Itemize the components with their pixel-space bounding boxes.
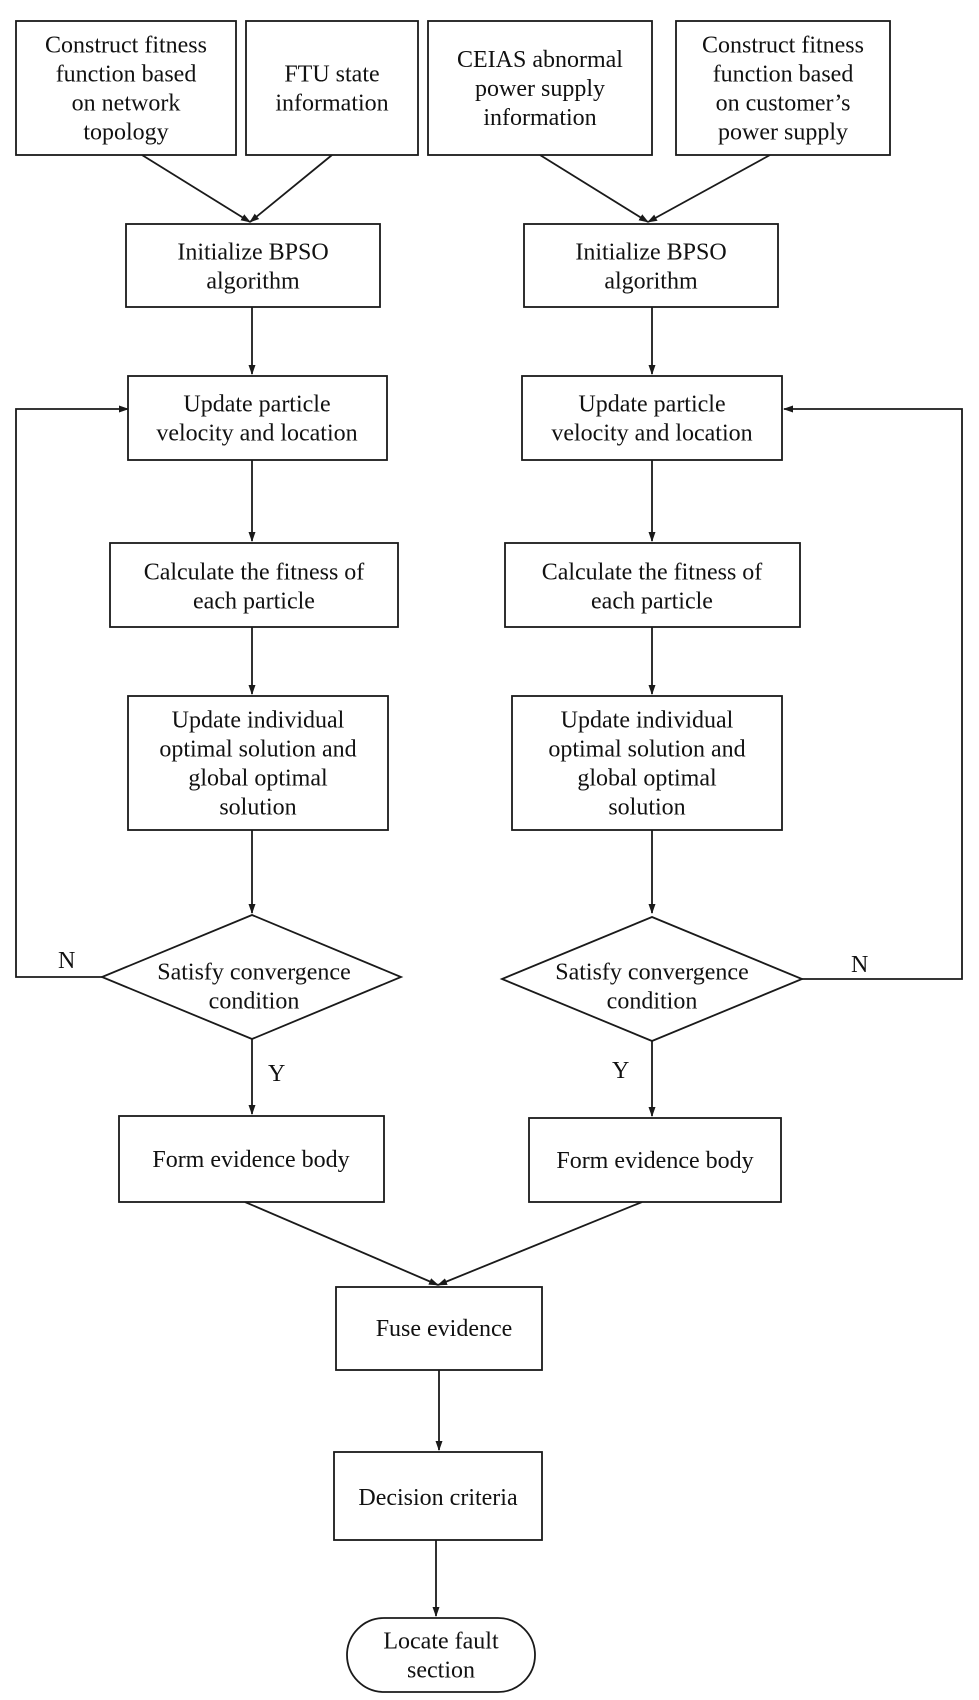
edge-ceias-to-init-right <box>539 154 649 223</box>
text-line: function based <box>713 62 854 88</box>
text-line: Decision criteria <box>358 1485 518 1511</box>
text-line: on customer’s <box>716 91 851 117</box>
text-line: Initialize BPSO <box>575 240 726 266</box>
node-construct-topology: Construct fitness function based on networ… <box>15 20 237 156</box>
text-line: Construct fitness <box>45 33 207 59</box>
edge-converge-no-loop-left <box>15 405 129 978</box>
node-evidence-right-text: Form evidence body <box>556 1148 753 1174</box>
edge-topology-to-init-left <box>141 154 251 223</box>
node-construct-topology-text: Construct fitness function based on networ… <box>45 33 207 146</box>
node-fuse-evidence: Fuse evidence <box>335 1286 543 1371</box>
node-init-left-text: Initialize BPSO algorithm <box>177 240 328 295</box>
text-line: function based <box>56 62 197 88</box>
node-convergence-right-text: Satisfy convergence condition <box>555 960 749 1015</box>
text-line: Update particle <box>578 392 725 418</box>
text-line: Construct fitness <box>702 33 864 59</box>
label-no-right: N <box>851 952 868 978</box>
node-init-left: Initialize BPSO algorithm <box>125 223 381 308</box>
node-calculate-fitness-right-text: Calculate the fitness of each particle <box>542 560 763 615</box>
node-convergence-left-text: Satisfy convergence condition <box>157 960 351 1015</box>
text-line: global optimal <box>188 766 328 792</box>
node-evidence-left-text: Form evidence body <box>152 1147 349 1173</box>
text-line: Form evidence body <box>152 1147 349 1173</box>
edge-converge-no-loop-right <box>783 405 963 980</box>
node-construct-customer-text: Construct fitness function based on custom… <box>702 33 864 146</box>
node-decision-criteria: Decision criteria <box>333 1451 543 1541</box>
text-line: Form evidence body <box>556 1148 753 1174</box>
text-line: Fuse evidence <box>376 1316 513 1342</box>
text-line: algorithm <box>604 269 698 295</box>
text-line: CEIAS abnormal <box>457 47 623 73</box>
node-locate-fault-text: Locate fault section <box>383 1629 499 1684</box>
node-ceias-abnormal: CEIAS abnormal power supply information <box>427 20 653 156</box>
text-line: power supply <box>475 76 605 102</box>
node-ceias-abnormal-text: CEIAS abnormal power supply information <box>457 47 623 131</box>
node-convergence-right: Satisfy convergence condition <box>499 916 805 1042</box>
text-line: solution <box>219 795 296 821</box>
node-calculate-fitness-left-text: Calculate the fitness of each particle <box>144 560 365 615</box>
text-line: each particle <box>591 589 713 615</box>
node-update-optimal-left-text: Update individual optimal solution and glo… <box>159 708 356 821</box>
node-update-optimal-right-text: Update individual optimal solution and glo… <box>548 708 745 821</box>
label-no-left: N <box>58 948 75 974</box>
text-line: each particle <box>193 589 315 615</box>
text-line: topology <box>83 120 168 146</box>
node-update-position-right-text: Update particle velocity and location <box>551 392 752 447</box>
node-locate-fault: Locate fault section <box>346 1617 536 1693</box>
text-line: Initialize BPSO <box>177 240 328 266</box>
connectors <box>15 154 963 1617</box>
node-init-right-text: Initialize BPSO algorithm <box>575 240 726 295</box>
node-construct-customer: Construct fitness function based on custom… <box>675 20 891 156</box>
node-update-optimal-right: Update individual optimal solution and glo… <box>511 695 783 831</box>
node-fuse-evidence-text: Fuse evidence <box>376 1316 513 1342</box>
text-line: information <box>483 105 596 131</box>
text-line: velocity and location <box>156 421 357 447</box>
node-decision-criteria-text: Decision criteria <box>358 1485 518 1511</box>
node-evidence-left: Form evidence body <box>118 1115 385 1203</box>
text-line: Calculate the fitness of <box>542 560 763 586</box>
text-line: Update individual <box>561 708 734 734</box>
node-convergence-left: Satisfy convergence condition <box>99 914 404 1040</box>
text-line: global optimal <box>577 766 717 792</box>
edge-customer-to-init-right <box>647 154 771 223</box>
text-line: FTU state <box>284 62 379 88</box>
text-line: information <box>275 91 388 117</box>
label-yes-right: Y <box>612 1058 629 1084</box>
text-line: Calculate the fitness of <box>144 560 365 586</box>
node-init-right: Initialize BPSO algorithm <box>523 223 779 308</box>
label-yes-left: Y <box>268 1061 285 1087</box>
text-line: Update individual <box>172 708 345 734</box>
node-update-position-left-text: Update particle velocity and location <box>156 392 357 447</box>
text-line: section <box>407 1658 475 1684</box>
node-calculate-fitness-right: Calculate the fitness of each particle <box>504 542 801 628</box>
text-line: optimal solution and <box>159 737 356 763</box>
text-line: Satisfy convergence <box>555 960 749 986</box>
node-calculate-fitness-left: Calculate the fitness of each particle <box>109 542 399 628</box>
node-ftu-state-text: FTU state information <box>275 62 388 117</box>
text-line: condition <box>607 989 698 1015</box>
text-line: optimal solution and <box>548 737 745 763</box>
text-line: Satisfy convergence <box>157 960 351 986</box>
node-update-position-left: Update particle velocity and location <box>127 375 388 461</box>
node-update-position-right: Update particle velocity and location <box>521 375 783 461</box>
text-line: algorithm <box>206 269 300 295</box>
edge-evidence-right-to-fuse <box>437 1201 643 1286</box>
text-line: condition <box>209 989 300 1015</box>
edge-ftu-to-init-left <box>249 154 333 223</box>
text-line: velocity and location <box>551 421 752 447</box>
text-line: on network <box>72 91 181 117</box>
node-ftu-state: FTU state information <box>245 20 419 156</box>
node-evidence-right: Form evidence body <box>528 1117 782 1203</box>
text-line: power supply <box>718 120 848 146</box>
node-update-optimal-left: Update individual optimal solution and glo… <box>127 695 389 831</box>
edge-evidence-left-to-fuse <box>244 1201 439 1286</box>
text-line: solution <box>608 795 685 821</box>
text-line: Locate fault <box>383 1629 499 1655</box>
text-line: Update particle <box>183 392 330 418</box>
